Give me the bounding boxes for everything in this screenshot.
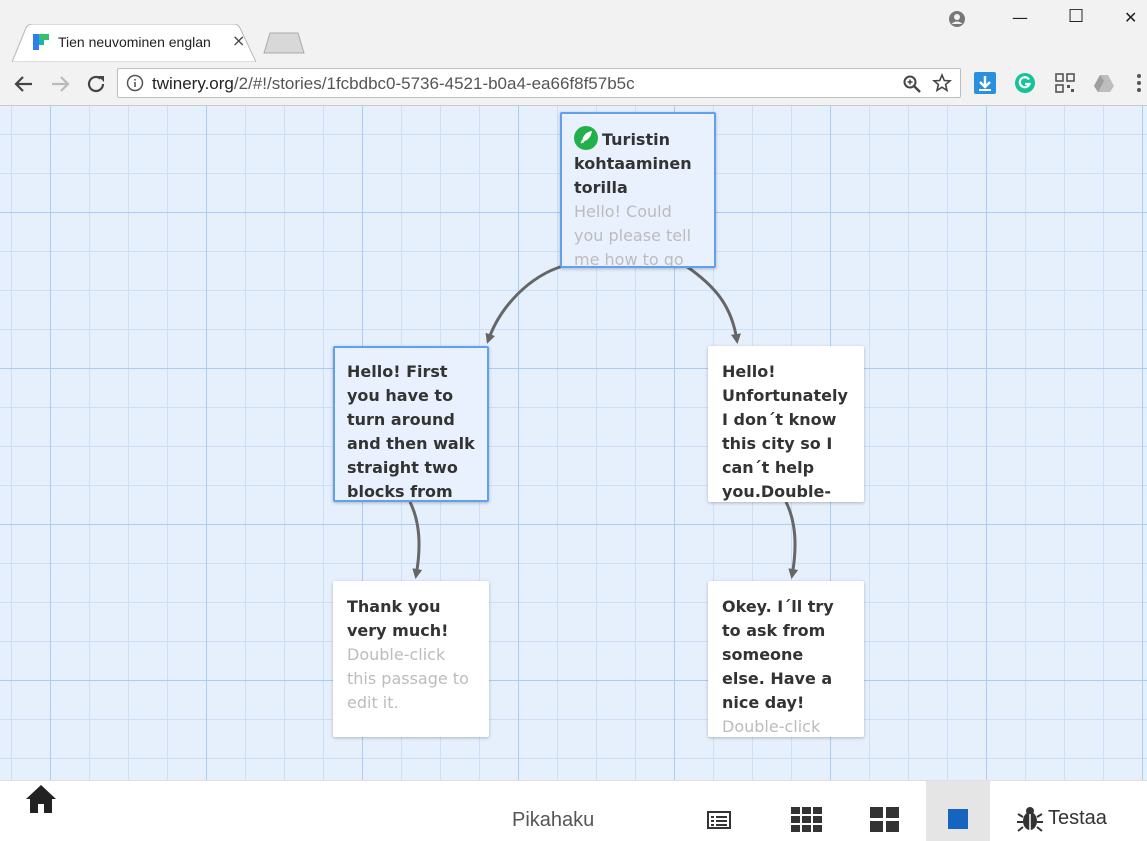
menu-dots-icon[interactable]: [1134, 72, 1144, 94]
passage-card-start[interactable]: Turistin kohtaaminen torilla Hello! Coul…: [560, 112, 716, 268]
passage-title: Okey. I´ll try to ask from someone else.…: [722, 597, 834, 712]
passage-card-thank-you[interactable]: Thank you very much! Double-click this p…: [333, 581, 489, 737]
quick-search-button[interactable]: Pikahaku: [512, 809, 595, 831]
zoom-large-passages-button[interactable]: [926, 781, 990, 841]
test-story-label: Testaa: [1048, 807, 1107, 829]
browser-tab-strip: Tien neuvominen englan × — ☐ ✕: [0, 0, 1147, 62]
twine-favicon-icon: [33, 34, 49, 50]
link-arrow-first-to-thankyou: [408, 501, 423, 579]
new-tab-button[interactable]: [262, 32, 306, 54]
passage-card-okey[interactable]: Okey. I´ll try to ask from someone else.…: [708, 581, 864, 737]
forward-arrow-icon[interactable]: [48, 72, 72, 96]
passage-excerpt: Double-click: [722, 717, 821, 736]
address-bar[interactable]: twinery.org/2/#!/stories/1fcbdbc0-5736-4…: [117, 68, 961, 98]
passage-excerpt: Hello! Could you please tell me how to g…: [574, 202, 692, 268]
profile-icon[interactable]: [948, 10, 966, 28]
download-extension-icon[interactable]: [974, 72, 996, 94]
passage-title: Turistin kohtaaminen torilla: [574, 126, 703, 200]
passage-title: Hello! Unfortunately I don´t know this c…: [722, 362, 848, 501]
tab-title: Tien neuvominen englan: [58, 34, 211, 50]
url-domain: twinery.org: [152, 74, 234, 93]
passage-links: [408, 264, 799, 579]
tab-close-icon[interactable]: ×: [232, 31, 246, 50]
browser-tab-active[interactable]: Tien neuvominen englan ×: [12, 24, 256, 62]
tab-shape: [12, 24, 256, 62]
back-arrow-icon[interactable]: [12, 72, 36, 96]
link-arrow-start-to-first: [485, 264, 564, 344]
passage-title: Thank you very much!: [347, 597, 449, 640]
passage-title: Hello! First you have to turn around and…: [347, 362, 475, 501]
minimize-window-icon[interactable]: —: [1012, 8, 1028, 27]
bug-icon: [1017, 807, 1043, 832]
zoom-titles-only-icon[interactable]: [707, 811, 731, 829]
zoom-icon[interactable]: [902, 74, 922, 94]
passage-excerpt: Double-click this passage to edit it.: [347, 645, 469, 712]
zoom-small-passages-icon[interactable]: [791, 807, 823, 833]
maximize-window-icon[interactable]: ☐: [1068, 6, 1085, 27]
zoom-medium-passages-icon[interactable]: [870, 807, 900, 833]
url-text: twinery.org/2/#!/stories/1fcbdbc0-5736-4…: [152, 74, 635, 94]
start-rocket-icon: [574, 126, 598, 150]
story-toolbar: Pikahaku Testaa: [0, 780, 1147, 841]
site-info-icon[interactable]: [126, 74, 144, 92]
passage-card-unfortunately[interactable]: Hello! Unfortunately I don´t know this c…: [708, 346, 864, 502]
reload-icon[interactable]: [84, 72, 108, 96]
qr-code-icon[interactable]: [1054, 72, 1076, 94]
link-arrow-unfortunately-to-okey: [784, 501, 799, 579]
url-path: /2/#!/stories/1fcbdbc0-5736-4521-b0a4-ea…: [233, 74, 635, 93]
zoom-large-passages-icon: [948, 809, 968, 829]
browser-toolbar: twinery.org/2/#!/stories/1fcbdbc0-5736-4…: [0, 62, 1147, 106]
story-map-canvas[interactable]: Turistin kohtaaminen torilla Hello! Coul…: [0, 106, 1147, 780]
bookmark-star-icon[interactable]: [932, 73, 952, 93]
link-arrow-start-to-unfortunately: [685, 264, 741, 344]
google-drive-icon[interactable]: [1093, 72, 1115, 94]
passage-card-first-directions[interactable]: Hello! First you have to turn around and…: [333, 346, 489, 502]
passage-title-text: Turistin kohtaaminen torilla: [574, 130, 692, 197]
home-icon[interactable]: [24, 783, 58, 815]
grammarly-icon[interactable]: [1014, 72, 1036, 94]
close-window-icon[interactable]: ✕: [1124, 8, 1138, 27]
